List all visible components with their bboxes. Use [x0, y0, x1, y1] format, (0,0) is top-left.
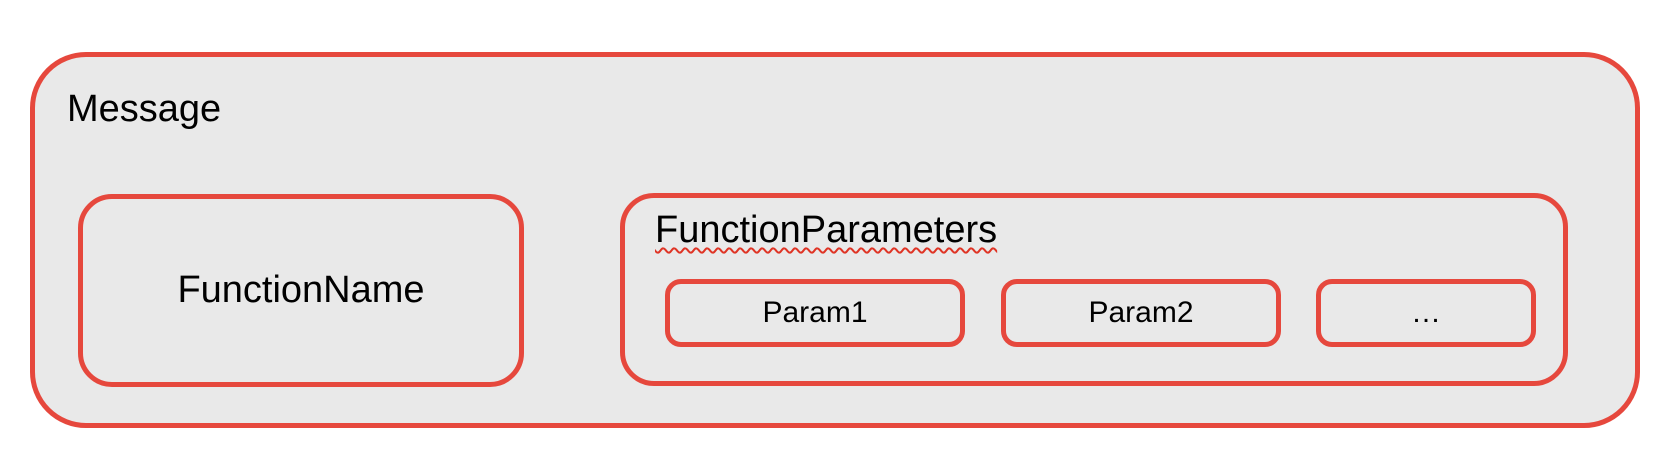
function-parameters-label: FunctionParameters	[655, 209, 998, 251]
param2-shape: Param2	[1001, 279, 1281, 347]
function-name-label: FunctionName	[177, 269, 425, 311]
param1-shape: Param1	[665, 279, 965, 347]
param1-label: Param1	[762, 296, 868, 329]
param-ellipsis-label: …	[1411, 296, 1441, 329]
param2-label: Param2	[1088, 296, 1194, 329]
message-label: Message	[67, 88, 222, 130]
param-ellipsis-shape: …	[1316, 279, 1536, 347]
function-name-shape: FunctionName	[78, 194, 524, 387]
